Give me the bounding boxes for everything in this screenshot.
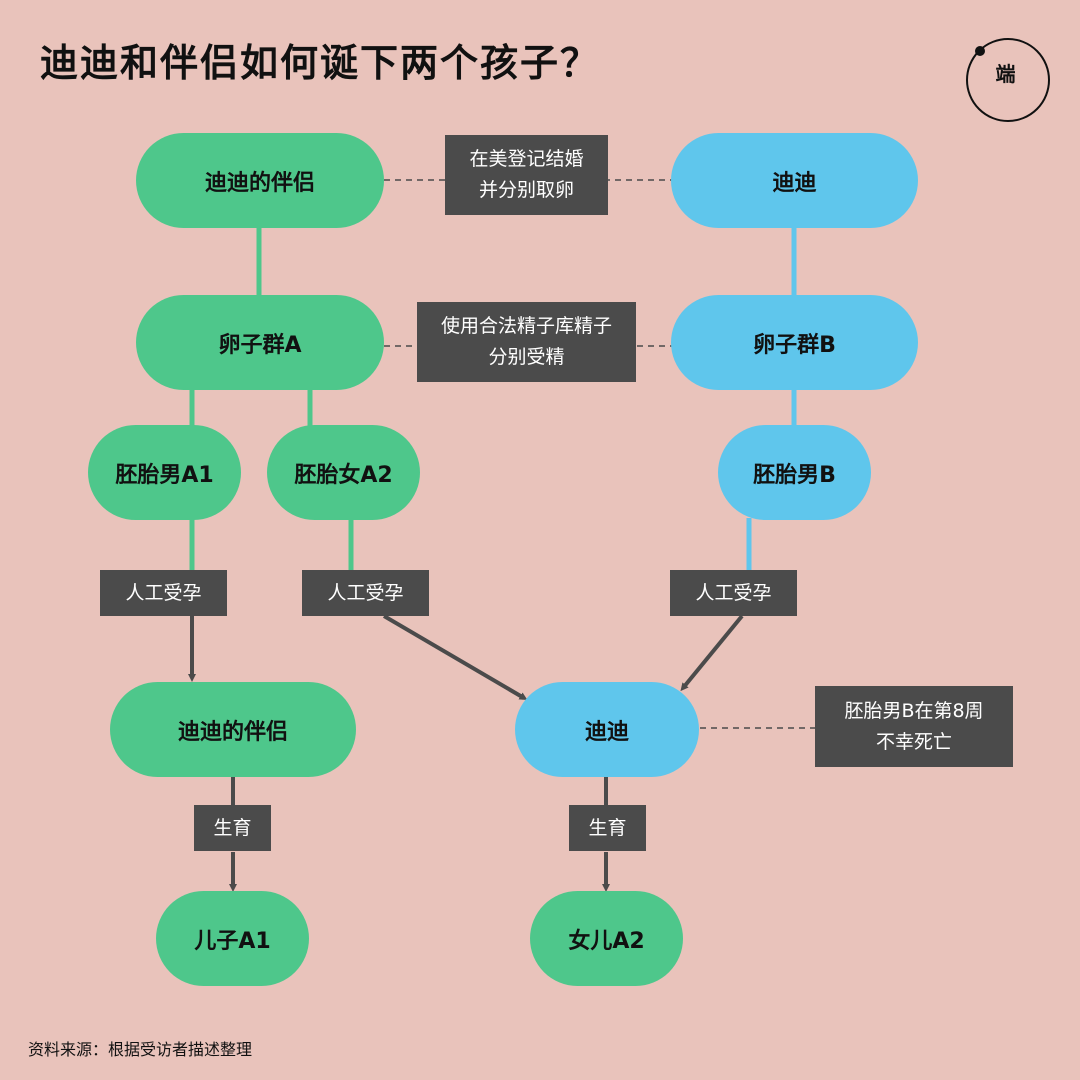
node-partner-mid: 迪迪的伴侣 — [110, 682, 356, 777]
node-partner-top: 迪迪的伴侣 — [136, 133, 384, 228]
note-death-line-1: 胚胎男B在第8周 — [844, 699, 984, 722]
note-death: 胚胎男B在第8周 不幸死亡 — [815, 686, 1013, 767]
node-didi-mid: 迪迪 — [515, 682, 699, 777]
initium-logo-icon: 端 — [966, 38, 1050, 122]
logo-text: 端 — [995, 62, 1017, 86]
node-daughter: 女儿A2 — [530, 891, 683, 986]
step-ivf-3: 人工受孕 — [670, 570, 797, 616]
node-son: 儿子A1 — [156, 891, 309, 986]
step-birth-1: 生育 — [194, 805, 271, 851]
note-fertilize-line-1: 使用合法精子库精子 — [440, 315, 612, 337]
node-embryo-a2: 胚胎女A2 — [267, 425, 420, 520]
arrow-ivf3-didi — [680, 614, 744, 692]
page-title: 迪迪和伴侣如何诞下两个孩子？ — [40, 41, 601, 85]
note-death-line-2: 不幸死亡 — [875, 730, 952, 753]
note-marriage: 在美登记结婚 并分别取卵 — [445, 135, 608, 215]
node-embryo-a1: 胚胎男A1 — [88, 425, 241, 520]
note-fertilize: 使用合法精子库精子 分别受精 — [417, 302, 636, 382]
node-didi-top: 迪迪 — [671, 133, 918, 228]
node-egg-group-a: 卵子群A — [136, 295, 384, 390]
note-marriage-line-2: 并分别取卵 — [478, 179, 574, 201]
step-ivf-1: 人工受孕 — [100, 570, 227, 616]
node-egg-group-b: 卵子群B — [671, 295, 918, 390]
step-birth-2: 生育 — [569, 805, 646, 851]
logo-dot — [975, 46, 985, 56]
source-note: 资料来源：根据受访者描述整理 — [28, 1040, 253, 1059]
node-embryo-b: 胚胎男B — [718, 425, 871, 520]
note-fertilize-line-2: 分别受精 — [488, 346, 565, 368]
note-marriage-line-1: 在美登记结婚 — [469, 148, 584, 170]
step-ivf-2: 人工受孕 — [302, 570, 429, 616]
arrow-ivf2-didi — [382, 614, 528, 701]
